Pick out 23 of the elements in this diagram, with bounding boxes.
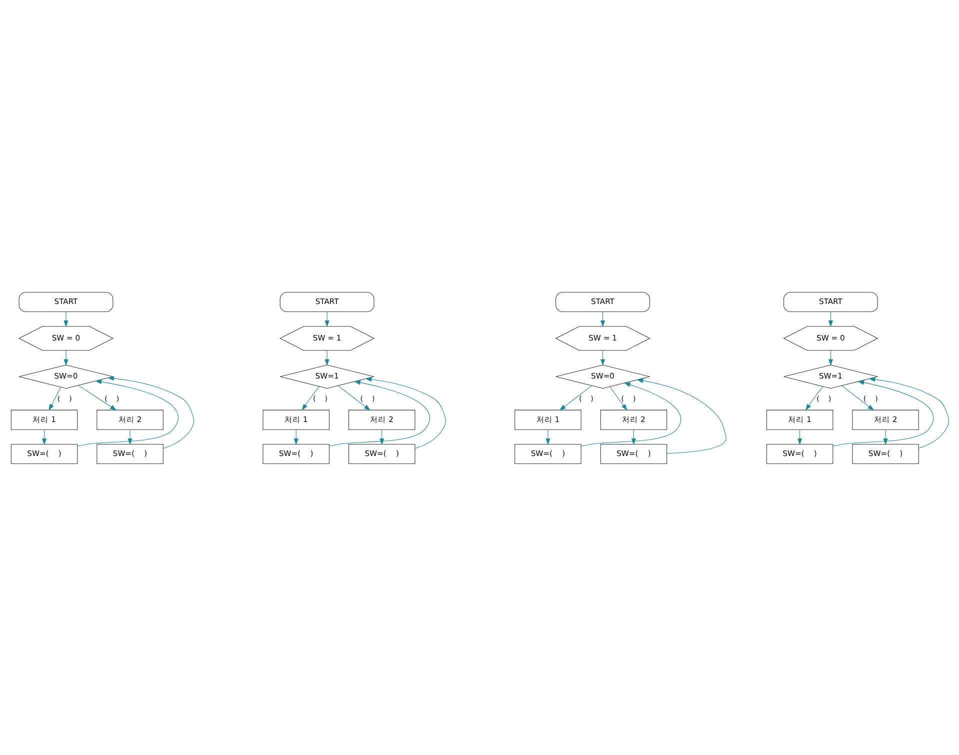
arrow <box>545 428 550 444</box>
arrow <box>106 376 194 448</box>
arrow <box>301 386 320 410</box>
arrow <box>832 380 934 446</box>
arrow <box>63 311 68 327</box>
arrow <box>78 384 116 410</box>
arrow <box>63 350 68 366</box>
arrow <box>76 379 178 446</box>
arrow <box>580 382 681 446</box>
arrow <box>841 384 874 410</box>
arrow <box>609 386 627 410</box>
arrow <box>558 384 592 410</box>
arrow <box>804 386 823 410</box>
arrow <box>868 376 949 448</box>
arrow <box>636 378 726 454</box>
arrow <box>127 428 132 444</box>
arrow <box>48 386 61 410</box>
arrow <box>337 384 370 410</box>
arrow <box>882 428 888 444</box>
arrow <box>364 376 446 448</box>
arrow <box>328 380 430 446</box>
arrow <box>324 350 329 366</box>
arrow <box>324 311 329 327</box>
